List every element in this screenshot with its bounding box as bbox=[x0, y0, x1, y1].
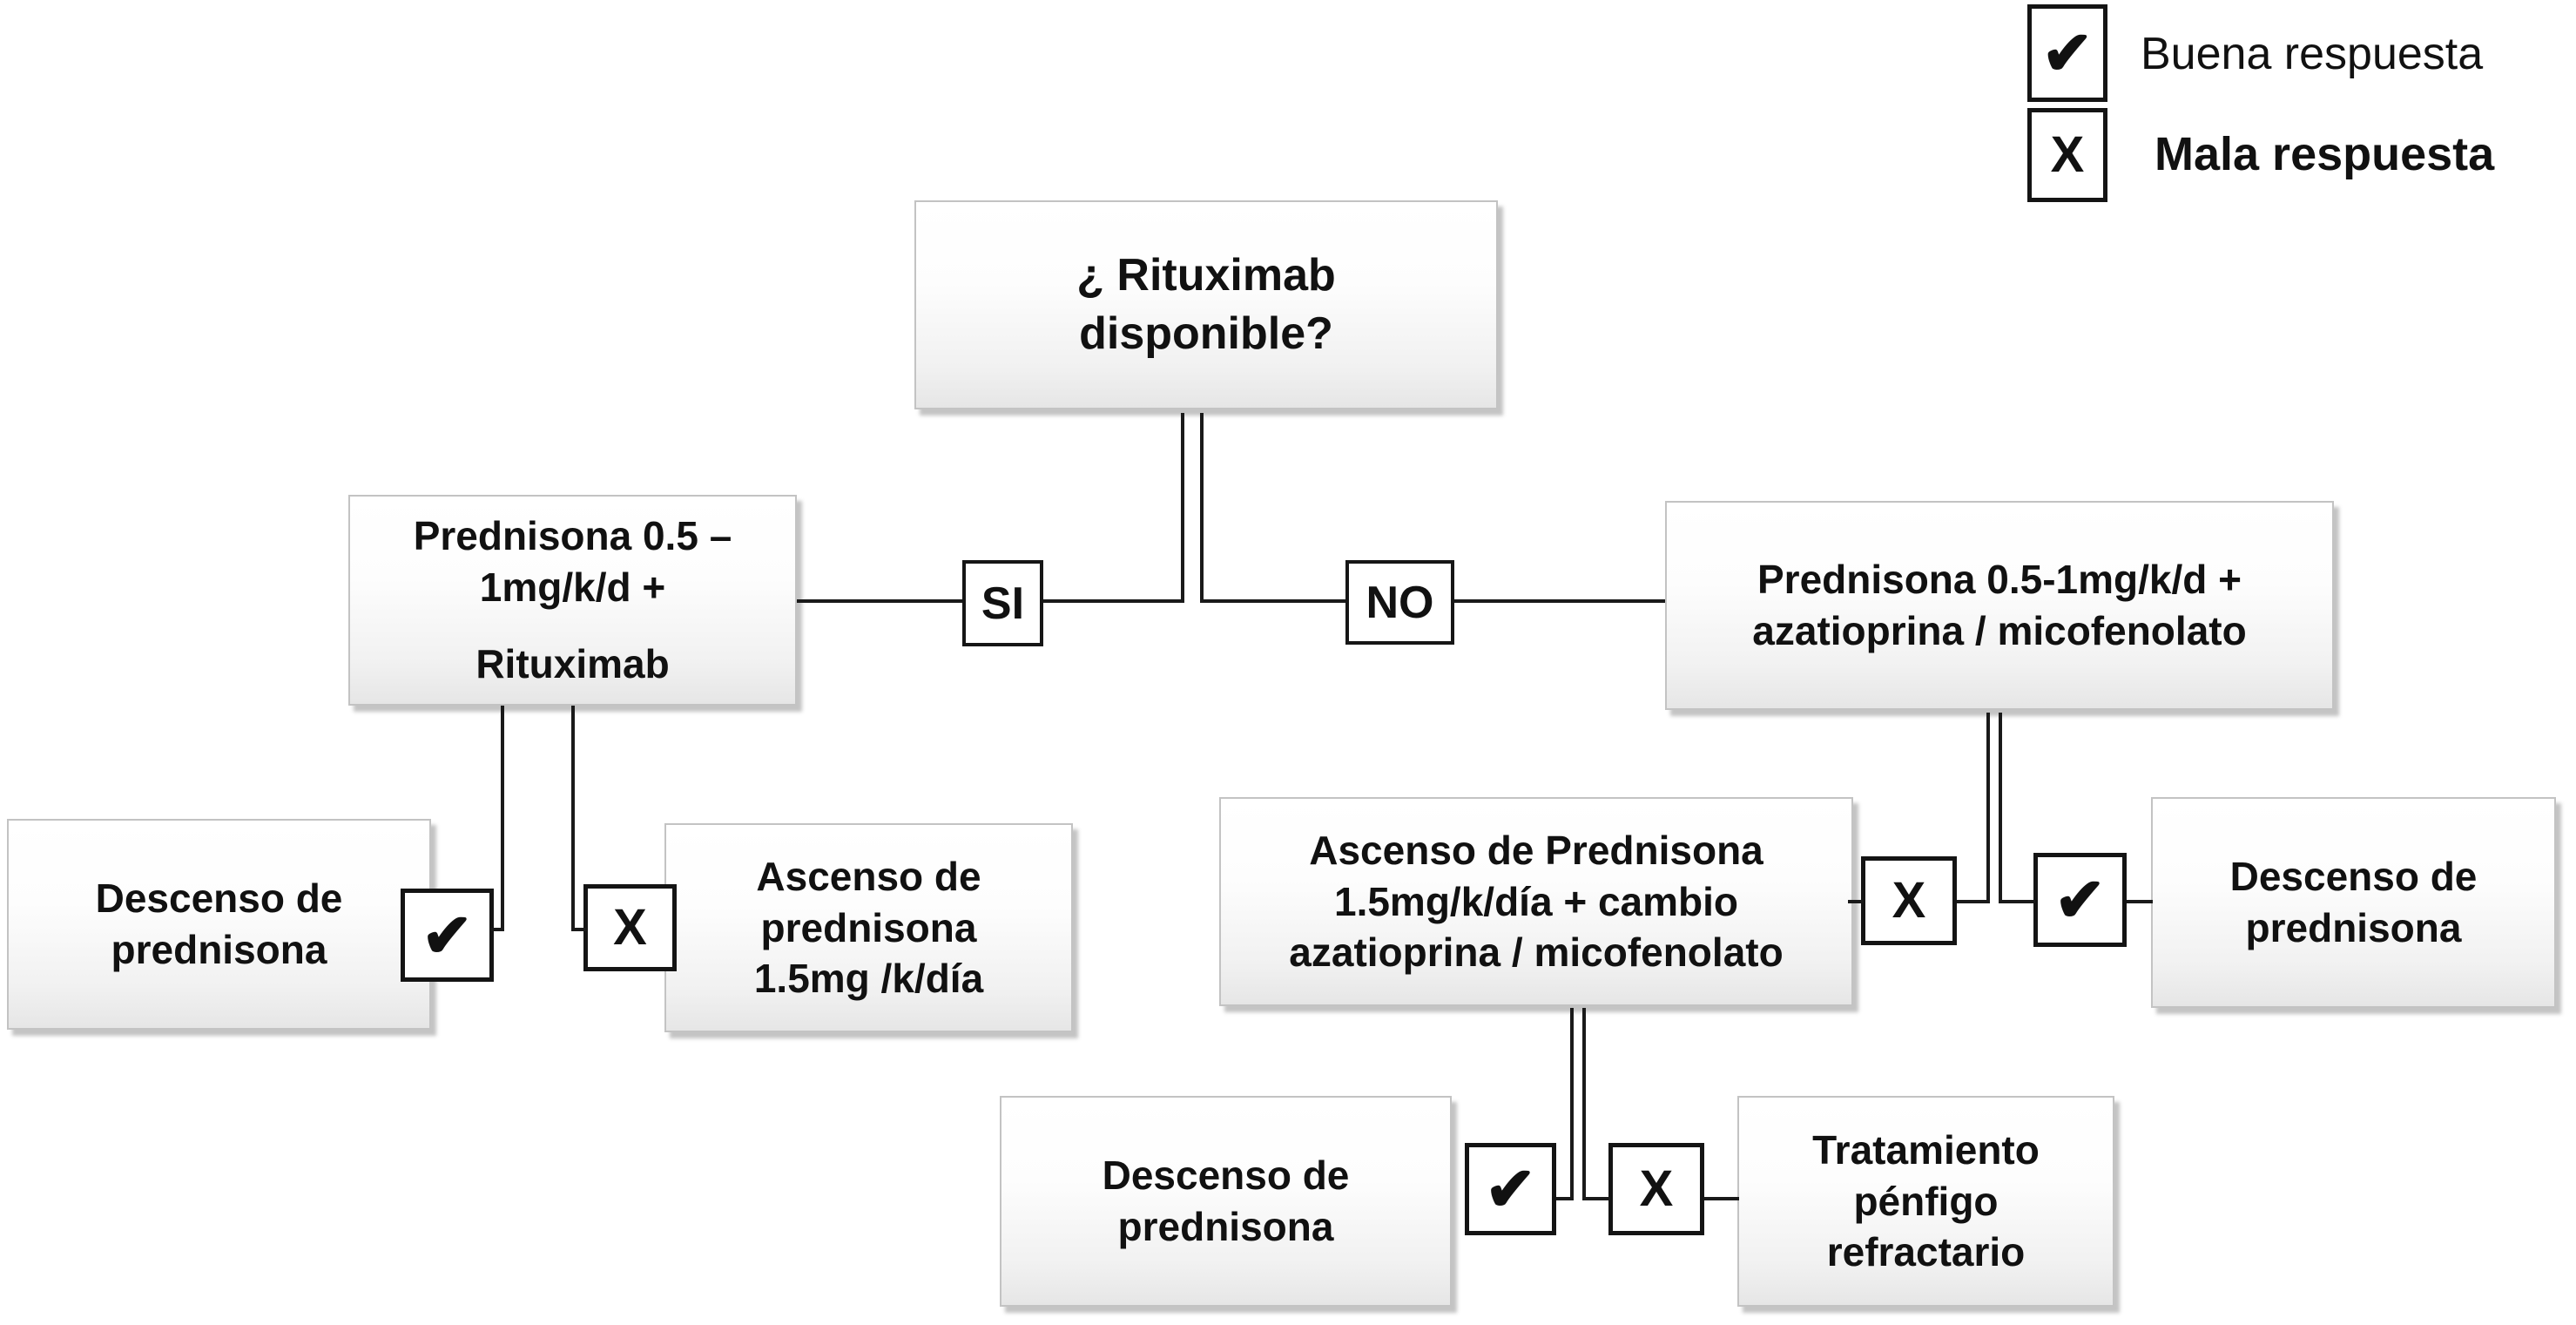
legend-good-response-box: ✔ bbox=[2027, 4, 2107, 102]
connector-drop-to-xbottom bbox=[1582, 1197, 1610, 1200]
x-icon: X bbox=[1639, 1160, 1674, 1217]
node-rituximab-available-line2: disponible? bbox=[1079, 308, 1333, 359]
x-icon: X bbox=[1892, 872, 1926, 929]
connector-xright-to-drop bbox=[1957, 900, 1990, 903]
node-pemfigo-refractario-line2: refractario bbox=[1826, 1229, 2026, 1275]
connector-center-drop-left bbox=[1570, 1008, 1574, 1200]
node-descenso-left: Descenso de prednisona bbox=[7, 819, 431, 1030]
connector-si-to-root bbox=[1043, 599, 1184, 603]
check-icon: ✔ bbox=[2041, 19, 2094, 87]
node-descenso-bottom: Descenso de prednisona bbox=[1000, 1096, 1452, 1307]
connector-center-to-xright bbox=[1848, 900, 1864, 903]
marker-good-left: ✔ bbox=[401, 889, 494, 982]
connector-checkright-to-descenso bbox=[2127, 900, 2153, 903]
node-descenso-left-line2: prednisona bbox=[111, 927, 327, 972]
marker-bad-right: X bbox=[1861, 856, 1957, 945]
node-prednisona-rituximab-line1: Prednisona 0.5 – bbox=[413, 512, 732, 558]
marker-good-bottom: ✔ bbox=[1465, 1143, 1556, 1235]
marker-bad-bottom: X bbox=[1608, 1143, 1704, 1235]
connector-root-to-no bbox=[1204, 599, 1345, 603]
connector-left-stub-good bbox=[490, 928, 504, 931]
connector-checkbottom-to-drop bbox=[1556, 1197, 1572, 1200]
connector-drop-to-checkright bbox=[1999, 900, 2035, 903]
connector-left-drop-good bbox=[501, 706, 504, 931]
node-ascenso-left-line2: 1.5mg /k/día bbox=[753, 956, 984, 1002]
connector-right-drop-left bbox=[1986, 713, 1990, 903]
connector-left-stub-bad bbox=[571, 928, 587, 931]
node-prednisona-rituximab: Prednisona 0.5 – 1mg/k/d + Rituximab bbox=[348, 495, 797, 706]
branch-label-si: SI bbox=[962, 560, 1043, 646]
x-icon: X bbox=[2050, 126, 2085, 183]
legend-good-response-label: Buena respuesta bbox=[2141, 29, 2484, 79]
connector-root-drop-right bbox=[1200, 413, 1204, 603]
node-pemfigo-refractario: Tratamiento pénfigo refractario bbox=[1737, 1096, 2114, 1307]
node-ascenso-cambio-line1: Ascenso de Prednisona bbox=[1309, 827, 1763, 873]
connector-xbottom-to-refractario bbox=[1704, 1197, 1739, 1200]
node-ascenso-left: Ascenso de prednisona 1.5mg /k/día bbox=[664, 823, 1073, 1032]
node-ascenso-cambio-line2: 1.5mg/k/día + cambio bbox=[1333, 878, 1739, 924]
legend-bad-response-label: Mala respuesta bbox=[2155, 128, 2495, 180]
marker-good-right: ✔ bbox=[2033, 853, 2127, 947]
branch-label-si-text: SI bbox=[981, 578, 1025, 629]
node-descenso-left-line1: Descenso de bbox=[95, 875, 343, 922]
node-descenso-right-line2: prednisona bbox=[2245, 905, 2462, 950]
node-prednisona-azatioprina-line2: azatioprina / micofenolato bbox=[1752, 608, 2247, 653]
connector-yesbox-to-si bbox=[797, 599, 962, 603]
node-prednisona-azatioprina-line1: Prednisona 0.5-1mg/k/d + bbox=[1757, 557, 2242, 603]
node-descenso-bottom-line1: Descenso de bbox=[1102, 1153, 1350, 1199]
branch-label-no-text: NO bbox=[1366, 577, 1434, 628]
branch-label-no: NO bbox=[1345, 560, 1454, 645]
node-pemfigo-refractario-line1: Tratamiento pénfigo bbox=[1812, 1126, 2040, 1224]
x-icon: X bbox=[613, 899, 647, 956]
node-rituximab-available: ¿ Rituximab disponible? bbox=[914, 200, 1498, 409]
connector-no-to-nobox bbox=[1454, 599, 1665, 603]
node-descenso-right: Descenso de prednisona bbox=[2151, 797, 2556, 1008]
node-descenso-right-line1: Descenso de bbox=[2229, 854, 2478, 900]
connector-root-drop-left bbox=[1181, 413, 1184, 603]
node-prednisona-rituximab-line2: 1mg/k/d + bbox=[479, 564, 666, 610]
connector-right-drop-right bbox=[1999, 713, 2002, 903]
node-ascenso-cambio: Ascenso de Prednisona 1.5mg/k/día + camb… bbox=[1219, 797, 1853, 1006]
connector-left-drop-bad bbox=[571, 706, 575, 931]
node-descenso-bottom-line2: prednisona bbox=[1117, 1204, 1334, 1249]
node-prednisona-rituximab-line3: Rituximab bbox=[475, 641, 670, 687]
check-icon: ✔ bbox=[1485, 1155, 1536, 1223]
node-rituximab-available-line1: ¿ Rituximab bbox=[1076, 250, 1336, 301]
node-prednisona-azatioprina: Prednisona 0.5-1mg/k/d + azatioprina / m… bbox=[1665, 501, 2334, 710]
node-ascenso-cambio-line3: azatioprina / micofenolato bbox=[1289, 930, 1784, 976]
legend-bad-response-box: X bbox=[2027, 108, 2107, 202]
node-ascenso-left-line1: Ascenso de prednisona bbox=[756, 853, 981, 950]
check-icon: ✔ bbox=[421, 901, 473, 970]
connector-center-drop-right bbox=[1582, 1008, 1586, 1200]
marker-bad-left: X bbox=[583, 884, 677, 971]
check-icon: ✔ bbox=[2054, 866, 2106, 934]
